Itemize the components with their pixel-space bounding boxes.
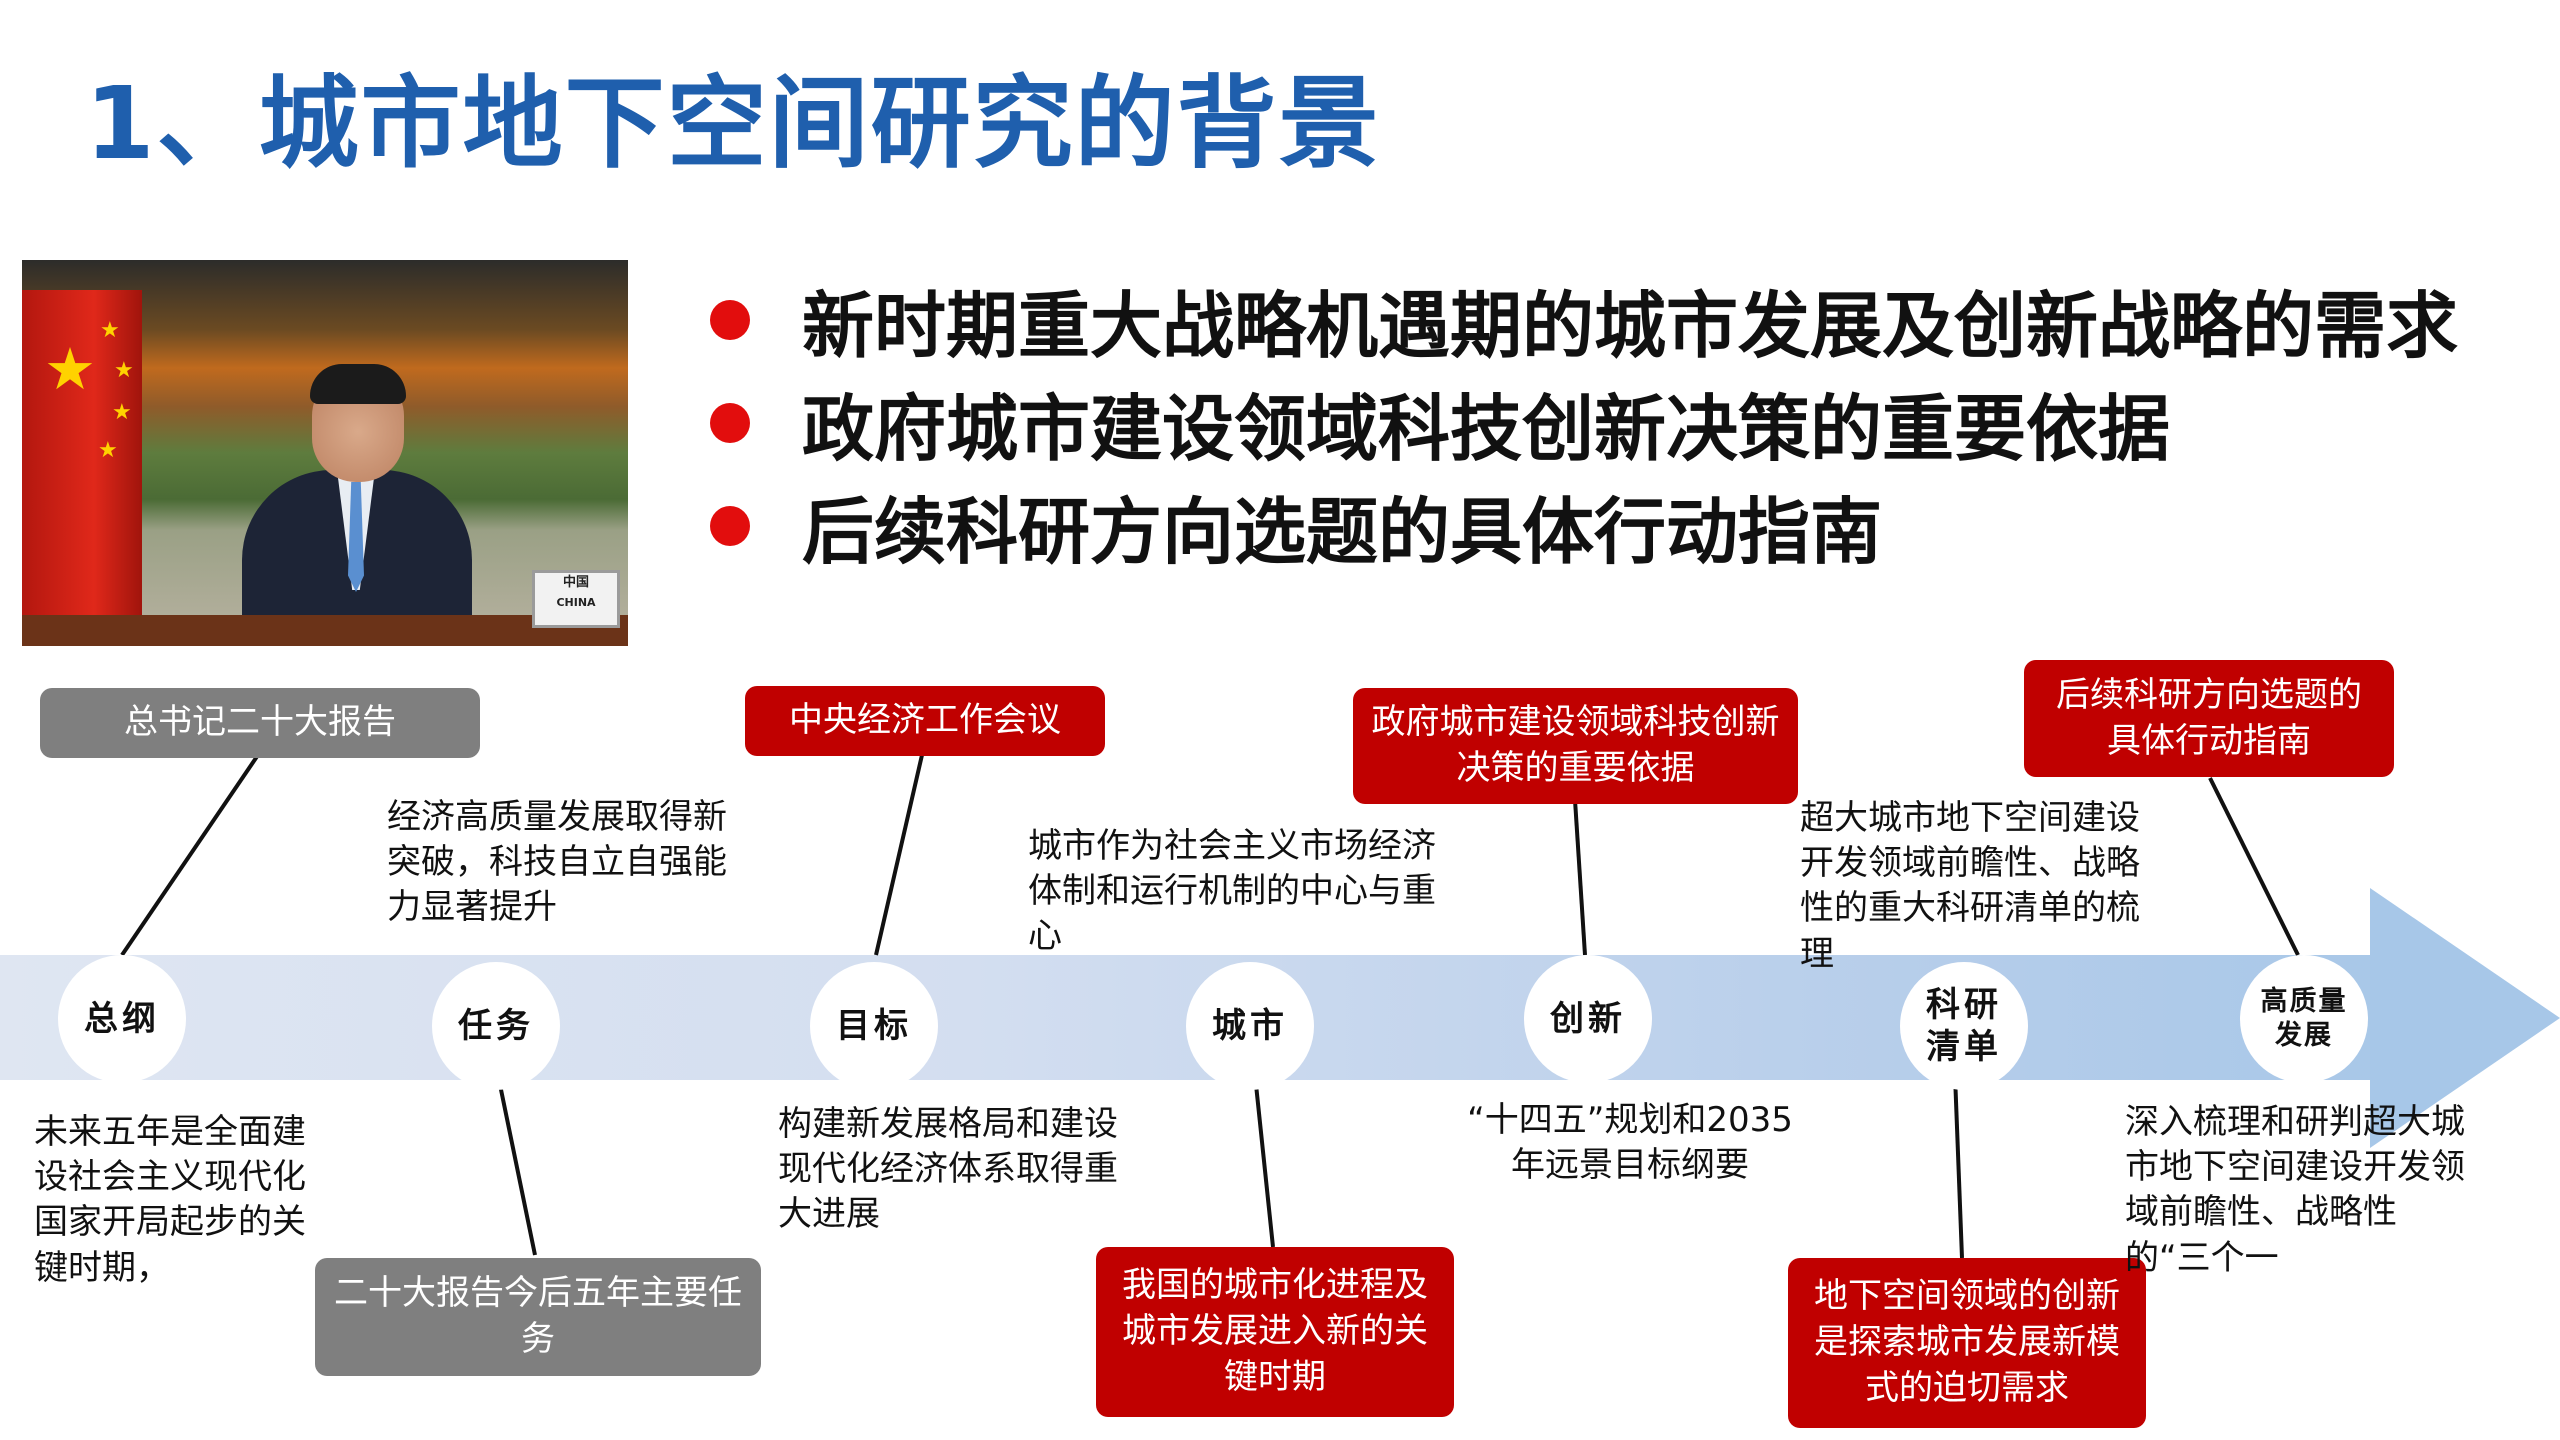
box-urbanization: 我国的城市化进程及城市发展进入新的关键时期 bbox=[1096, 1247, 1454, 1417]
timeline-node-goal: 目标 bbox=[810, 962, 938, 1090]
connector-line bbox=[2208, 777, 2300, 956]
timeline-arrow-icon bbox=[2370, 888, 2560, 1148]
connector-line bbox=[1253, 1074, 1275, 1248]
note-research-list: 超大城市地下空间建设开发领域前瞻性、战略性的重大科研清单的梳理 bbox=[1800, 798, 2140, 974]
timeline-node-outline: 总纲 bbox=[58, 955, 186, 1083]
timeline-node-innovation: 创新 bbox=[1524, 955, 1652, 1083]
connector-line bbox=[120, 753, 260, 957]
flag-star-icon: ★ bbox=[100, 318, 120, 343]
note-city: 城市作为社会主义市场经济体制和运行机制的中心与重心 bbox=[1028, 826, 1436, 957]
note-goal: 构建新发展格局和建设现代化经济体系取得重大进展 bbox=[778, 1104, 1118, 1235]
desk bbox=[22, 615, 628, 646]
box-underground-innovation: 地下空间领域的创新是探索城市发展新模式的迫切需求 bbox=[1788, 1258, 2146, 1428]
page-title: 1、城市地下空间研究的背景 bbox=[85, 65, 1381, 182]
bullet-item: 后续科研方向选题的具体行动指南 bbox=[710, 474, 2458, 577]
box-action-guide: 后续科研方向选题的具体行动指南 bbox=[2024, 660, 2394, 777]
timeline-node-high-quality: 高质量 发展 bbox=[2240, 955, 2368, 1083]
note-high-quality: 深入梳理和研判超大城市地下空间建设开发领域前瞻性、战略性的“三个一 bbox=[2125, 1102, 2465, 1278]
placard-cn: 中国 bbox=[562, 575, 589, 590]
speaker-photo: ★ ★ ★ ★ ★ 中国 CHINA bbox=[22, 260, 628, 646]
person-hair bbox=[310, 364, 406, 404]
flag-star-icon: ★ bbox=[112, 400, 132, 425]
timeline-node-task: 任务 bbox=[432, 962, 560, 1090]
connector-line bbox=[1573, 799, 1587, 956]
person-tie bbox=[348, 482, 364, 592]
box-economic-conference: 中央经济工作会议 bbox=[745, 686, 1105, 756]
box-gov-decision: 政府城市建设领域科技创新决策的重要依据 bbox=[1353, 688, 1798, 804]
bullet-text: 后续科研方向选题的具体行动指南 bbox=[802, 490, 1883, 574]
placard-en: CHINA bbox=[556, 596, 596, 609]
bullet-item: 新时期重大战略机遇期的城市发展及创新战略的需求 bbox=[710, 268, 2458, 371]
bullet-dot-icon bbox=[710, 505, 750, 546]
bullet-text: 政府城市建设领域科技创新决策的重要依据 bbox=[802, 387, 2171, 471]
flag-star-icon: ★ bbox=[44, 335, 96, 403]
flag-star-icon: ★ bbox=[114, 358, 134, 383]
bullet-text: 新时期重大战略机遇期的城市发展及创新战略的需求 bbox=[802, 284, 2459, 368]
note-outline: 未来五年是全面建设社会主义现代化国家开局起步的关键时期， bbox=[34, 1112, 306, 1288]
box-report: 总书记二十大报告 bbox=[40, 688, 480, 758]
timeline-node-city: 城市 bbox=[1186, 962, 1314, 1090]
bullet-item: 政府城市建设领域科技创新决策的重要依据 bbox=[710, 371, 2458, 474]
connector-line bbox=[496, 1074, 537, 1256]
timeline-node-research-list: 科研 清单 bbox=[1900, 962, 2028, 1090]
bullet-dot-icon bbox=[710, 402, 750, 443]
name-placard: 中国 CHINA bbox=[532, 570, 620, 628]
bullet-list: 新时期重大战略机遇期的城市发展及创新战略的需求 政府城市建设领域科技创新决策的重… bbox=[710, 268, 2458, 577]
flag-star-icon: ★ bbox=[98, 438, 118, 463]
note-innovation: “十四五”规划和2035年远景目标纲要 bbox=[1467, 1100, 1793, 1186]
bullet-dot-icon bbox=[710, 299, 750, 340]
flag-image bbox=[22, 290, 142, 630]
box-five-year-tasks: 二十大报告今后五年主要任务 bbox=[315, 1258, 761, 1376]
connector-line bbox=[874, 754, 924, 956]
connector-line bbox=[1953, 1074, 1964, 1259]
note-task: 经济高质量发展取得新突破，科技自立自强能力显著提升 bbox=[387, 797, 727, 928]
